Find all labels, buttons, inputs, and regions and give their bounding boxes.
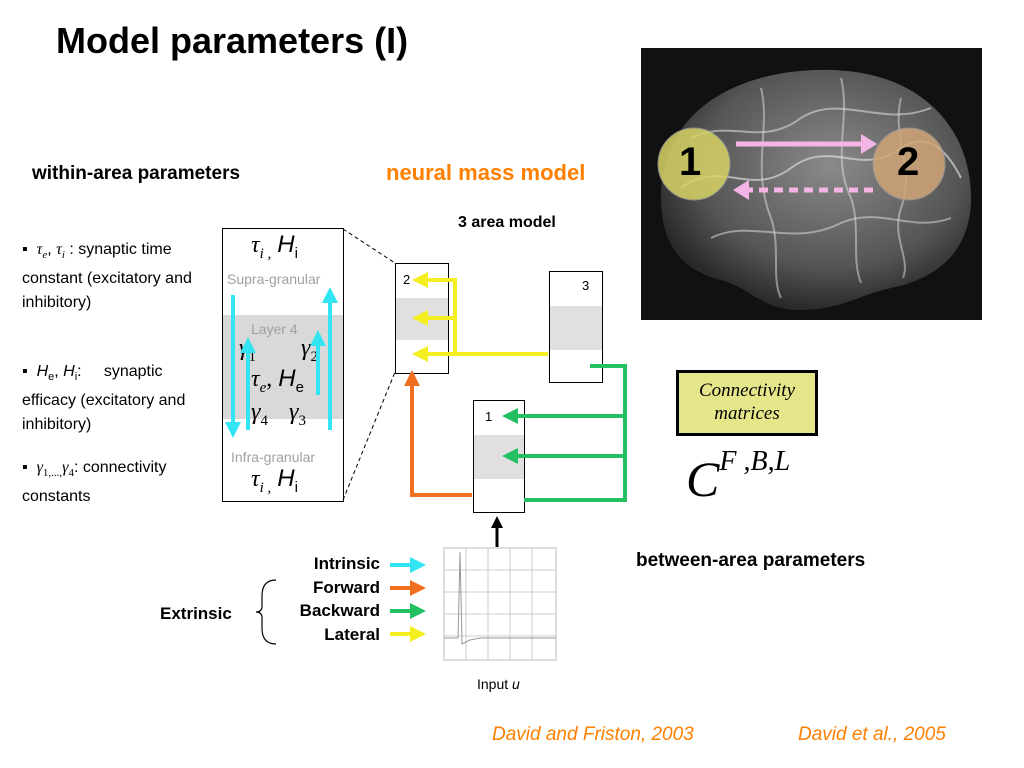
- legend-backward: Backward: [299, 601, 380, 620]
- gamma-2: γ2: [301, 335, 318, 365]
- backward-line-low: [524, 364, 627, 502]
- bullet-synaptic-efficacy: ▪ He, Hi: synaptic efficacy (excitatory …: [22, 363, 186, 434]
- region-1-circle: [657, 127, 731, 201]
- region-1-label: 1: [679, 140, 702, 184]
- gamma-4: γ4: [251, 399, 268, 429]
- input-signal-plot: [443, 547, 557, 661]
- supra-granular-label: Supra-granular: [227, 271, 321, 287]
- area-1-label: 1: [485, 409, 493, 424]
- bullet-synaptic-time: ▪ τe, τi : synaptic time constant (excit…: [22, 241, 192, 312]
- cortical-column: τi , Hi Supra-granular Layer 4 γ1 γ2 τe,…: [222, 228, 344, 502]
- region-2-label: 2: [897, 140, 920, 184]
- bullet-text: : connectivity constants: [22, 459, 167, 506]
- gamma-3: γ3: [289, 399, 306, 429]
- column-bottom-params: τi , Hi: [251, 465, 298, 496]
- infra-granular-label: Infra-granular: [231, 449, 316, 465]
- c-symbol: C: [686, 451, 720, 507]
- input-label: Input u: [477, 676, 520, 692]
- area-2-label: 2: [403, 272, 411, 287]
- page-title: Model parameters (I): [56, 20, 409, 61]
- column-top-params: τi , Hi: [251, 231, 298, 262]
- zoom-line-bottom: [342, 371, 396, 501]
- region-2-circle: [872, 127, 946, 201]
- citation-david-friston: David and Friston, 2003: [492, 724, 694, 745]
- bullet-connectivity: ▪ γ1,...,γ4: connectivity constants: [22, 459, 167, 506]
- neural-mass-heading: neural mass model: [386, 160, 586, 185]
- between-area-heading: between-area parameters: [636, 550, 866, 571]
- connectivity-matrices-box: Connectivity matrices: [676, 370, 818, 436]
- legend-lateral: Lateral: [324, 625, 380, 644]
- area-band: [550, 306, 602, 350]
- bullet-marker: ▪: [22, 363, 33, 380]
- bullet-marker: ▪: [22, 241, 33, 258]
- brain-image: 1 2: [641, 48, 982, 320]
- legend-extrinsic: Extrinsic: [160, 604, 232, 623]
- forward-arrow: [404, 370, 472, 497]
- connectivity-box-line1: Connectivity: [698, 380, 796, 401]
- area-3-label: 3: [582, 278, 590, 293]
- citation-david-et-al: David et al., 2005: [798, 724, 946, 745]
- column-mid-params: τe, He: [251, 365, 304, 396]
- c-superscript: F ,B,L: [719, 446, 791, 477]
- bullet-marker: ▪: [22, 459, 33, 476]
- connectivity-box-line2: matrices: [714, 403, 780, 424]
- layer4-label: Layer 4: [251, 321, 298, 337]
- legend-intrinsic: Intrinsic: [313, 554, 380, 573]
- bullet-text: : synaptic time constant (excitatory and…: [22, 241, 192, 312]
- bullet-text: synaptic efficacy (excitatory and inhibi…: [22, 363, 186, 434]
- zoom-line-top: [342, 228, 396, 264]
- legend-forward: Forward: [312, 578, 380, 597]
- within-area-heading: within-area parameters: [32, 163, 241, 184]
- connectivity-symbol: CF ,B,L: [686, 446, 790, 508]
- three-area-heading: 3 area model: [458, 214, 556, 231]
- extrinsic-brace: [255, 579, 277, 645]
